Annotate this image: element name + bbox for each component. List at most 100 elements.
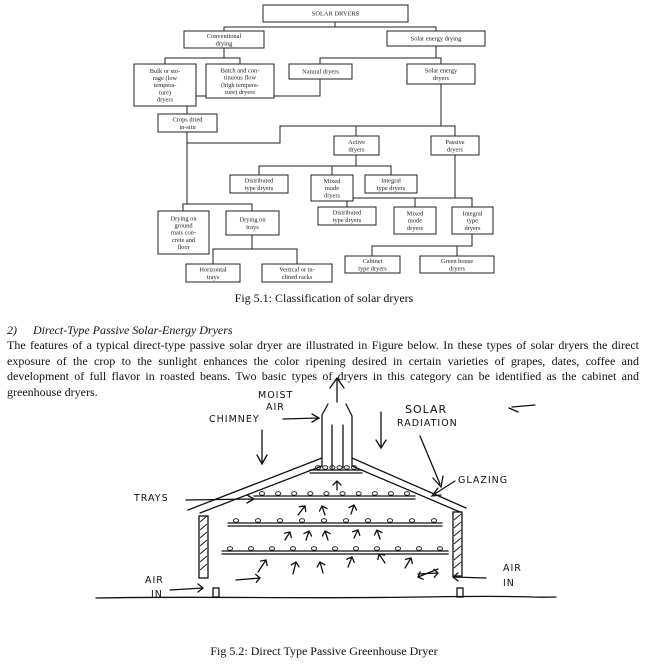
node-root: SOLAR DRYERS xyxy=(262,4,409,23)
connector-line xyxy=(186,125,441,144)
crop-item xyxy=(364,518,372,523)
crop-item xyxy=(291,491,298,496)
connector-line xyxy=(355,125,441,136)
node-label: Solar energy drying xyxy=(411,36,462,43)
crop-item xyxy=(314,465,322,470)
connector-line xyxy=(223,22,336,31)
crop-item xyxy=(403,491,411,496)
airflow-arrow xyxy=(351,529,361,539)
node-label: Bulk or sto- xyxy=(150,68,181,75)
node-label: tinuous flow xyxy=(224,75,257,82)
crop-item xyxy=(268,546,276,551)
airflow-arrow xyxy=(348,504,358,515)
node-label: clined racks xyxy=(282,274,313,281)
node-label: dryers xyxy=(449,265,465,272)
section-paragraph: The features of a typical direct-type pa… xyxy=(7,338,639,399)
air-inlet-arrow xyxy=(451,572,487,582)
tray xyxy=(227,522,443,527)
crop-item xyxy=(408,518,416,523)
node-label: type dryers xyxy=(358,265,387,272)
node-label: Distributed xyxy=(333,210,363,217)
airflow-arrow xyxy=(316,561,326,574)
crop-item xyxy=(342,518,350,523)
crop-item xyxy=(394,546,402,551)
section-heading: 2)Direct-Type Passive Solar-Energy Dryer… xyxy=(7,323,233,338)
node-label: rage (low xyxy=(153,75,178,82)
crop-item xyxy=(343,465,350,470)
crop-item xyxy=(352,546,360,551)
airflow-arrow xyxy=(417,568,439,580)
crop-item xyxy=(329,465,336,470)
airflow-arrows xyxy=(169,480,487,593)
crop-item xyxy=(331,546,339,551)
node-natural: Natural dryers xyxy=(288,63,353,80)
node-label: Cabinet xyxy=(363,258,383,265)
crop-item xyxy=(430,518,438,523)
crop-item xyxy=(322,465,329,470)
node-label: Solar energy xyxy=(425,68,458,75)
crop-item xyxy=(258,491,266,496)
crop-item xyxy=(415,546,423,551)
air-in-left-label-2: IN xyxy=(151,589,163,600)
connector-line xyxy=(356,165,392,175)
airflow-arrow xyxy=(404,557,414,569)
node-label: dryers xyxy=(349,146,365,153)
node-label: Conventional xyxy=(207,33,242,40)
node-label: Drying on xyxy=(170,215,197,222)
node-batch: Batch and con-tinuous flow(high tempera-… xyxy=(205,63,275,99)
node-label: Vertical or in- xyxy=(279,267,315,274)
crop-item xyxy=(247,546,255,551)
airflow-arrow xyxy=(373,529,383,540)
node-label: Integral xyxy=(381,178,401,185)
chimney-shape xyxy=(321,403,353,469)
node-label: ture) dryers xyxy=(225,89,255,96)
air-in-right-label-2: IN xyxy=(503,578,515,589)
airflow-arrow xyxy=(346,556,355,568)
node-label: type xyxy=(467,218,478,225)
airflow-arrow xyxy=(235,573,261,583)
crop-item xyxy=(436,546,444,551)
airflow-arrow xyxy=(332,480,342,491)
crop-item xyxy=(232,518,240,523)
radiation-label: RADIATION xyxy=(397,418,458,429)
node-label: crete and xyxy=(172,237,196,244)
figure-2-caption: Fig 5.2: Direct Type Passive Greenhouse … xyxy=(210,644,438,658)
crop-item xyxy=(275,491,282,496)
node-label: SOLAR DRYERS xyxy=(312,11,360,18)
connector-line xyxy=(212,235,253,264)
glazing-label: GLAZING xyxy=(458,475,508,486)
node-label: ground xyxy=(174,223,193,230)
crop-item xyxy=(254,518,262,523)
connector-line xyxy=(455,197,473,207)
connector-line xyxy=(252,248,298,264)
crop-item xyxy=(276,518,284,523)
tray xyxy=(253,495,416,500)
air-in-right-label-1: AIR xyxy=(503,563,522,574)
crop-item xyxy=(371,491,378,496)
trays-label: TRAYS xyxy=(133,493,169,504)
node-label: in-situ xyxy=(179,124,196,131)
node-label: dryers xyxy=(447,146,463,153)
crop-item xyxy=(339,491,346,496)
connector-line xyxy=(456,245,472,256)
moist-air-label-2: AIR xyxy=(266,402,285,413)
airflow-arrow xyxy=(417,568,439,578)
crop-item xyxy=(298,518,306,523)
node-vertical: Vertical or in-clined racks xyxy=(261,263,333,283)
ground-posts xyxy=(212,587,464,598)
solar-radiation-arrows xyxy=(185,404,536,504)
glazing-roof xyxy=(187,457,467,514)
node-label: dryers xyxy=(324,192,340,199)
airflow-arrow xyxy=(303,530,313,541)
node-label: Natural dryers xyxy=(302,69,339,76)
node-label: ture) xyxy=(159,89,171,96)
